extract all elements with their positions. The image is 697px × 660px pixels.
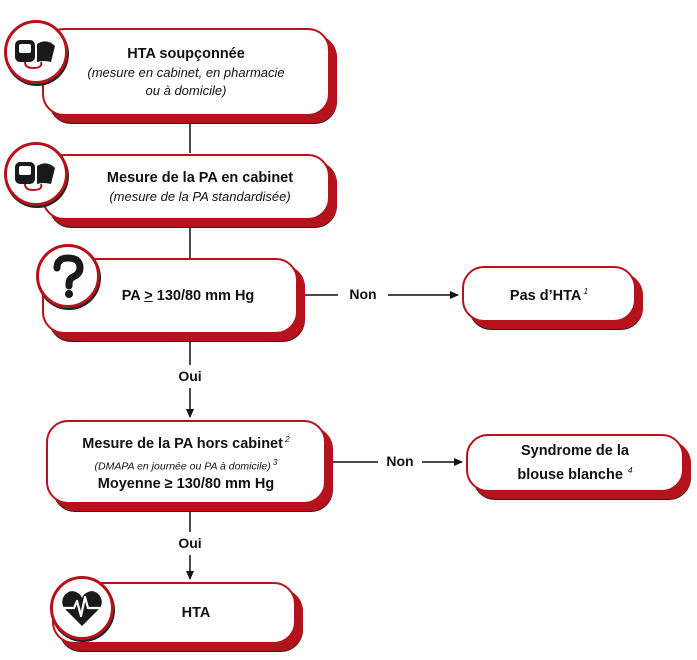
threshold-value: 130/80 mm Hg [152, 287, 255, 304]
bp-monitor-icon [4, 142, 68, 206]
white-coat-note: 4 [627, 464, 633, 475]
label-non-1: Non [349, 286, 377, 302]
out-office-note-2: 3 [272, 457, 278, 468]
box-white-coat: Syndrome de la blouse blanche 4 [466, 434, 684, 492]
threshold-symbol: > [144, 287, 153, 304]
threshold-prefix: PA [121, 287, 145, 304]
box-suspected-hta: HTA soupçonnée (mesure en cabinet, en ph… [42, 28, 330, 116]
no-hta-note: 1 [583, 286, 589, 297]
suspected-sub-2: ou à domicile) [145, 82, 227, 98]
suspected-sub-1: (mesure en cabinet, en pharmacie [87, 64, 285, 80]
office-title: Mesure de la PA en cabinet [106, 169, 294, 186]
box-office-measurement: Mesure de la PA en cabinet (mesure de la… [42, 154, 330, 220]
white-coat-line-2-wrap: blouse blanche 4 [517, 461, 632, 485]
out-office-average: Moyenne ≥ 130/80 mm Hg [97, 475, 275, 492]
out-office-note-1: 2 [284, 434, 290, 445]
white-coat-line-2: blouse blanche [517, 466, 623, 483]
office-sub: (mesure de la PA standardisée) [109, 188, 291, 204]
out-office-title: Mesure de la PA hors cabinet [82, 436, 283, 453]
question-mark-icon [36, 244, 100, 308]
out-office-sub-line: (DMAPA en journée ou PA à domicile)3 [95, 454, 278, 475]
white-coat-line-1: Syndrome de la [521, 442, 629, 459]
suspected-title: HTA soupçonnée [127, 45, 245, 62]
threshold-text: PA > 130/80 mm Hg [122, 287, 255, 306]
heart-rate-icon [50, 576, 114, 640]
bp-monitor-icon [4, 20, 68, 84]
label-oui-2: Oui [178, 535, 202, 551]
hta-title: HTA [181, 604, 211, 621]
label-non-2: Non [386, 453, 414, 469]
out-office-sub: (DMAPA en journée ou PA à domicile) [94, 460, 271, 473]
no-hta-title: Pas d’HTA [509, 287, 582, 304]
label-oui-1: Oui [178, 368, 202, 384]
